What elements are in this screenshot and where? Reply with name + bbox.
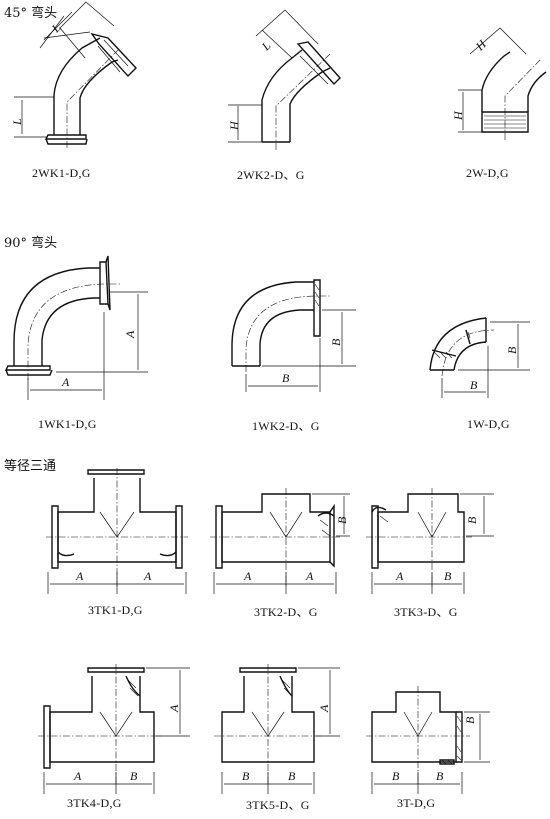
caption-2wk1: 2WK1-D,G [32,166,91,180]
dim-L-vertical-2wk1: L [10,118,24,126]
drawing-3tk1 [46,468,188,594]
caption-1wk2: 1WK2-D、G [252,419,320,433]
dim-A-vertical-1wk1: A [123,330,137,339]
drawing-3tk5 [214,664,340,794]
caption-3tk4: 3TK4-D,G [67,796,122,810]
dim-B-vertical-1wk2: B [329,338,343,346]
dim-A-right-3tk1: A [143,569,152,583]
dim-A-left-3tk1: A [75,569,84,583]
drawing-2wk2 [228,9,341,150]
caption-3t: 3T-D,G [397,796,436,810]
section-title-45-elbow: 45° 弯头 [4,6,58,21]
dim-B-vertical-1w: B [505,346,519,354]
drawing-1wk1 [4,255,148,400]
dim-A-3tk4: A [73,769,82,783]
drawing-3tk3 [366,488,494,594]
dim-A-vertical-3tk4: A [167,704,181,713]
dim-H-vertical-2w: H [451,110,465,121]
dim-A-vertical-3tk5: A [317,704,331,713]
caption-2wk2: 2WK2-D、G [237,168,305,182]
drawing-1w [429,317,530,398]
dim-L-2wk2: L [258,38,274,54]
caption-1wk1: 1WK1-D,G [38,417,97,431]
drawing-3tk2 [210,488,350,594]
drawing-3t [366,686,490,794]
dim-B-left-3tk5: B [242,769,250,783]
dim-H-2wk2: H [227,120,241,131]
dim-A-right-3tk2: A [305,569,314,583]
caption-3tk2: 3TK2-D、G [254,605,318,619]
dim-B-right-3tk5: B [288,769,296,783]
dim-B-3tk4: B [130,769,138,783]
caption-3tk3: 3TK3-D、G [394,605,458,619]
caption-1w: 1W-D,G [467,417,510,431]
dim-A-left-3tk2: A [243,569,252,583]
drawing-2w [458,27,547,140]
dim-B-3tk3: B [465,516,479,524]
section-title-equal-tee: 等径三通 [4,459,57,474]
dim-B-3tk2: B [335,516,349,524]
drawing-1wk2 [231,279,356,392]
caption-2w: 2W-D,G [466,166,509,180]
drawing-3tk4 [38,664,190,794]
dim-B-bottom-3tk3: B [444,569,452,583]
dim-B-vertical-3t: B [463,716,477,724]
dim-B-horizontal-1w: B [470,378,478,392]
dim-A-horizontal-1wk1: A [61,375,70,389]
caption-3tk5: 3TK5-D、G [246,798,310,812]
section-title-90-elbow: 90° 弯头 [4,236,58,251]
dim-B-left-3t: B [392,769,400,783]
dim-B-horizontal-1wk2: B [282,371,290,385]
dim-B-right-3t: B [436,769,444,783]
drawing-2wk1 [14,1,137,148]
caption-3tk1: 3TK1-D,G [88,603,143,617]
dim-A-3tk3: A [395,569,404,583]
